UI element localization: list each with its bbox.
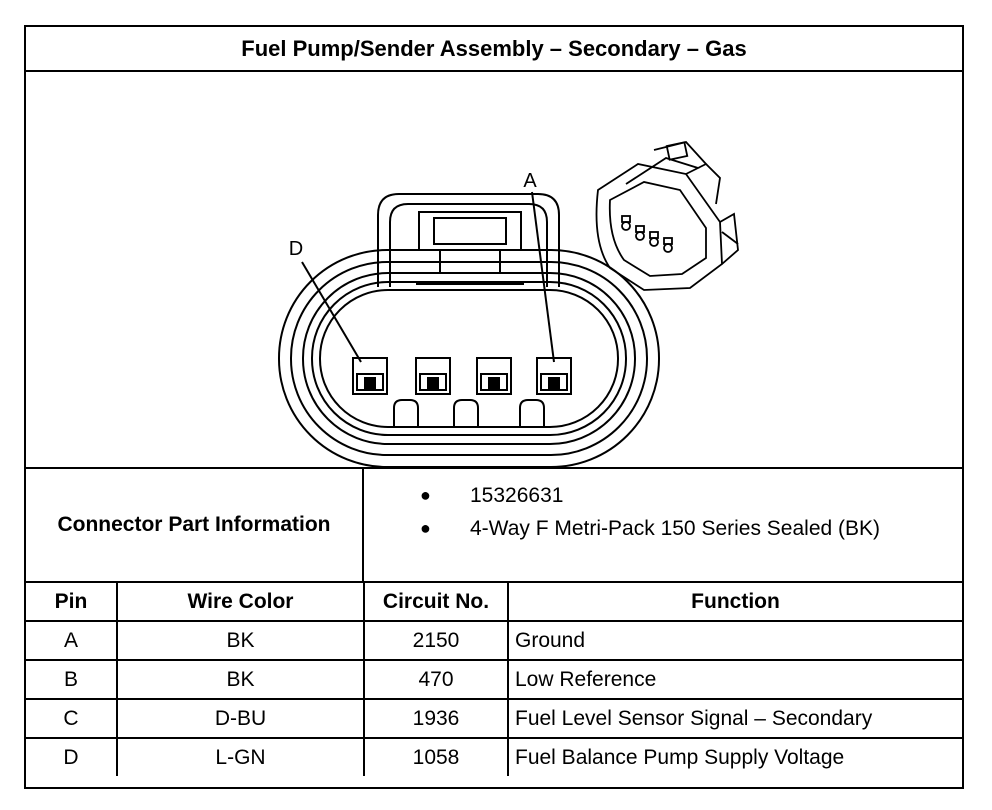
callout-d-leader: [301, 261, 362, 363]
keying-bump-1: [393, 399, 419, 427]
connector-type-item: ● 4-Way F Metri-Pack 150 Series Sealed (…: [364, 512, 962, 545]
connector-shell-ring-4: [319, 289, 619, 428]
function-cell: Low Reference: [507, 659, 962, 700]
circuit-no-cell: 1936: [363, 698, 509, 739]
pin-cell: C: [26, 698, 118, 739]
connector-shell-ring-2: [302, 272, 636, 445]
wire-color-cell: BK: [116, 620, 365, 661]
circuit-no-cell: 2150: [363, 620, 509, 661]
latch-tab-inner: [433, 217, 507, 245]
pin-cell: A: [26, 620, 118, 661]
header-circuit-no: Circuit No.: [363, 583, 509, 622]
connector-part-info-list: ● 15326631 ● 4-Way F Metri-Pack 150 Seri…: [364, 479, 962, 545]
part-number-text: 15326631: [470, 484, 564, 507]
connector-shell-ring-1: [290, 261, 648, 456]
connector-illustration: D A: [278, 140, 739, 467]
function-cell: Fuel Balance Pump Supply Voltage: [507, 737, 962, 776]
circuit-no-cell: 470: [363, 659, 509, 700]
circuit-no-cell: 1058: [363, 737, 509, 776]
pin-cell: D: [26, 737, 118, 776]
pin-cell: B: [26, 659, 118, 700]
header-wire-color: Wire Color: [116, 583, 365, 622]
table-row: B BK 470 Low Reference: [26, 659, 962, 700]
connector-part-info-row: Connector Part Information ● 15326631 ● …: [26, 467, 962, 583]
connector-part-info-label: Connector Part Information: [26, 469, 364, 581]
connector-diagram-sheet: Fuel Pump/Sender Assembly – Secondary – …: [24, 25, 964, 789]
connector-isometric-view: [595, 140, 739, 291]
header-function: Function: [507, 583, 962, 622]
terminal-cavity-d: [352, 357, 388, 395]
function-cell: Ground: [507, 620, 962, 661]
keying-bump-2: [453, 399, 479, 427]
connector-shell-outer: [278, 249, 660, 467]
terminal-cavity-a: [536, 357, 572, 395]
bullet-icon: ●: [420, 485, 431, 505]
table-header-row: Pin Wire Color Circuit No. Function: [26, 583, 962, 622]
pin-function-table: Pin Wire Color Circuit No. Function A BK…: [26, 583, 962, 776]
part-number-item: ● 15326631: [364, 479, 962, 512]
table-row: A BK 2150 Ground: [26, 620, 962, 661]
callout-a-leader: [531, 191, 555, 363]
terminal-cavity-c: [415, 357, 451, 395]
wire-color-cell: D-BU: [116, 698, 365, 739]
bullet-icon: ●: [420, 518, 431, 538]
table-row: C D-BU 1936 Fuel Level Sensor Signal – S…: [26, 698, 962, 739]
connector-shell-ring-3: [311, 281, 627, 436]
wire-color-cell: BK: [116, 659, 365, 700]
connector-latch-inner: [389, 203, 548, 287]
connector-latch-hood: [377, 193, 560, 287]
wire-color-cell: L-GN: [116, 737, 365, 776]
callout-d-label: D: [289, 238, 303, 260]
keying-bump-3: [519, 399, 545, 427]
callout-a-label: A: [523, 170, 537, 192]
terminal-cavity-b: [476, 357, 512, 395]
header-pin: Pin: [26, 583, 118, 622]
connector-type-text: 4-Way F Metri-Pack 150 Series Sealed (BK…: [470, 517, 881, 540]
connector-figure: D A: [26, 72, 962, 467]
sheet-title: Fuel Pump/Sender Assembly – Secondary – …: [26, 27, 962, 72]
table-row: D L-GN 1058 Fuel Balance Pump Supply Vol…: [26, 737, 962, 776]
function-cell: Fuel Level Sensor Signal – Secondary: [507, 698, 962, 739]
